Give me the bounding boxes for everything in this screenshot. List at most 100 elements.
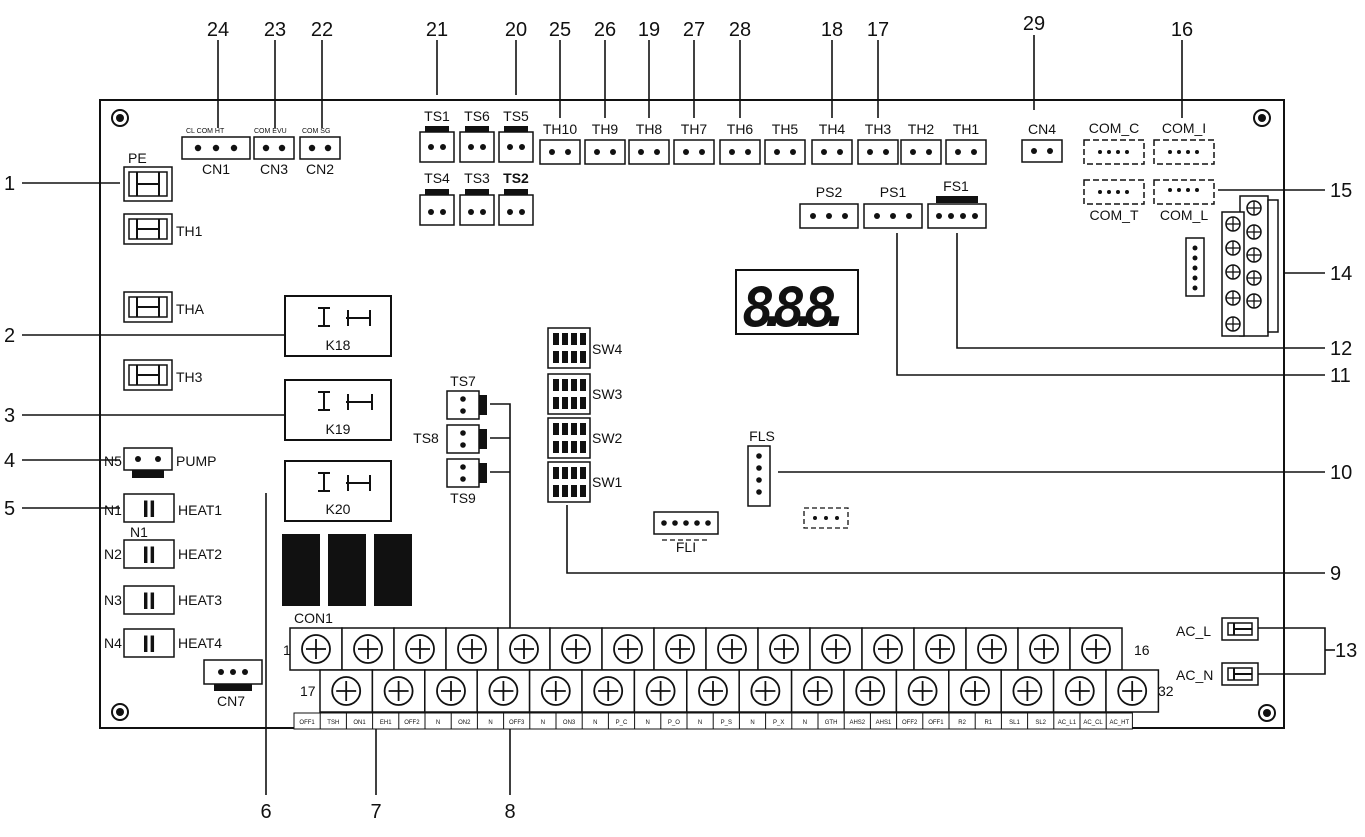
com-l-label: COM_L xyxy=(1160,207,1208,223)
terminal-end-bottom: 32 xyxy=(1158,683,1174,699)
ac-n-label: AC_N xyxy=(1176,667,1213,683)
sw3-label: SW3 xyxy=(592,386,623,402)
terminal-pin-label: N xyxy=(646,720,650,726)
cn3-pin-label: COM EVU xyxy=(254,128,287,135)
th4-label: TH4 xyxy=(819,121,846,137)
callout-9: 9 xyxy=(1330,563,1341,585)
terminal-pin-label: AHS1 xyxy=(876,720,892,726)
terminal-pin-label: N xyxy=(750,720,754,726)
callout-1: 1 xyxy=(4,173,15,195)
ts-bottom-row: TS4 TS3 TS2 xyxy=(419,170,534,226)
ac-connectors: AC_L AC_N xyxy=(1176,617,1259,686)
terminal-pin-label: AC_HT xyxy=(1109,720,1129,726)
terminal-end-top: 16 xyxy=(1134,642,1150,658)
callout-21: 21 xyxy=(426,19,448,41)
terminal-pin-label: SL1 xyxy=(1009,720,1020,726)
terminal-pin-label: OFF3 xyxy=(509,720,525,726)
th7-label: TH7 xyxy=(681,121,708,137)
heater-4-name: HEAT4 xyxy=(178,635,222,651)
th-row: TH10 TH9 TH8 TH7 TH6 TH5 TH4 TH3 TH2 TH1 xyxy=(539,121,987,165)
n1-sub-label: N1 xyxy=(130,524,148,540)
callout-16: 16 xyxy=(1171,19,1193,41)
terminal-pin-label: N xyxy=(488,720,492,726)
relays: K18 K19 K20 xyxy=(284,295,392,522)
callout-17: 17 xyxy=(867,19,889,41)
seven-segment-display: 8.8.8. xyxy=(735,269,859,339)
relay-k18: K18 xyxy=(284,295,392,357)
sw1-label: SW1 xyxy=(592,474,623,490)
callout-18: 18 xyxy=(821,19,843,41)
th10-label: TH10 xyxy=(543,121,577,137)
relay-k20-label: K20 xyxy=(326,501,351,517)
cn1-pin-label: CL COM HT xyxy=(186,128,225,135)
th1-left-label: TH1 xyxy=(176,223,203,239)
terminal-pin-label: P_O xyxy=(668,720,680,726)
callout-5: 5 xyxy=(4,498,15,520)
heater-1-n: N1 xyxy=(104,502,122,518)
callout-2: 2 xyxy=(4,325,15,347)
heater-2-n: N2 xyxy=(104,546,122,562)
terminal-pin-label: ON1 xyxy=(353,720,366,726)
leader-lines xyxy=(22,35,1335,795)
cn3-connector xyxy=(253,136,295,160)
cn1-label: CN1 xyxy=(202,161,230,177)
com-i-label: COM_I xyxy=(1162,120,1206,136)
callout-8: 8 xyxy=(504,801,515,823)
terminal-pin-label: N xyxy=(593,720,597,726)
cn2-connector xyxy=(299,136,341,160)
terminal-pin-label: OFF2 xyxy=(404,720,420,726)
ts8-label: TS8 xyxy=(413,430,439,446)
heater-2-name: HEAT2 xyxy=(178,546,222,562)
dip-switches: SW4 SW3 SW2 SW1 xyxy=(547,327,623,503)
callout-7: 7 xyxy=(370,801,381,823)
terminal-pin-label: N xyxy=(803,720,807,726)
relay-k19: K19 xyxy=(284,379,392,441)
cn4-label: CN4 xyxy=(1028,121,1056,137)
callout-26: 26 xyxy=(594,19,616,41)
callout-15: 15 xyxy=(1330,180,1352,202)
terminal-pin-label: N xyxy=(698,720,702,726)
ts6-label: TS6 xyxy=(464,108,490,124)
callout-19: 19 xyxy=(638,19,660,41)
fls-label: FLS xyxy=(749,428,775,444)
small-three-pin xyxy=(803,507,849,529)
heater-4-symbol: II xyxy=(142,631,155,658)
terminal-pin-label: N xyxy=(436,720,440,726)
th3-left-label: TH3 xyxy=(176,369,203,385)
terminal-pin-label: OFF1 xyxy=(928,720,944,726)
callout-4: 4 xyxy=(4,450,15,472)
terminal-pin-label: AC_CL xyxy=(1083,720,1103,726)
th2-label: TH2 xyxy=(908,121,935,137)
callout-10: 10 xyxy=(1330,462,1352,484)
fli-connector: FLI xyxy=(653,511,719,555)
com-c-label: COM_C xyxy=(1089,120,1140,136)
ts3-label: TS3 xyxy=(464,170,490,186)
small-vertical-connector xyxy=(1185,237,1205,297)
sw2-label: SW2 xyxy=(592,430,623,446)
cn7-connector: CN7 xyxy=(203,659,263,709)
th5-label: TH5 xyxy=(772,121,799,137)
callout-20: 20 xyxy=(505,19,527,41)
mounting-hole-icon xyxy=(111,109,129,127)
right-terminal-column xyxy=(1221,195,1279,337)
relay-k20: K20 xyxy=(284,460,392,522)
fls-connector: FLS xyxy=(747,428,775,507)
terminal-pin-label: AHS2 xyxy=(849,720,865,726)
display-value: 8.8.8. xyxy=(742,276,852,339)
th3-label: TH3 xyxy=(865,121,892,137)
callout-6: 6 xyxy=(260,801,271,823)
heater-1-symbol: II xyxy=(142,496,155,523)
tha-label: THA xyxy=(176,301,205,317)
th1-label: TH1 xyxy=(953,121,980,137)
cn3-label: CN3 xyxy=(260,161,288,177)
terminal-pin-label: AC_L1 xyxy=(1058,720,1077,726)
callout-29: 29 xyxy=(1023,13,1045,35)
ts2-label: TS2 xyxy=(503,170,529,186)
heater-1: N1 II HEAT1 xyxy=(104,493,222,523)
terminal-bottom-row xyxy=(319,669,1160,713)
terminal-pin-label: EH1 xyxy=(380,720,392,726)
callout-22: 22 xyxy=(311,19,333,41)
